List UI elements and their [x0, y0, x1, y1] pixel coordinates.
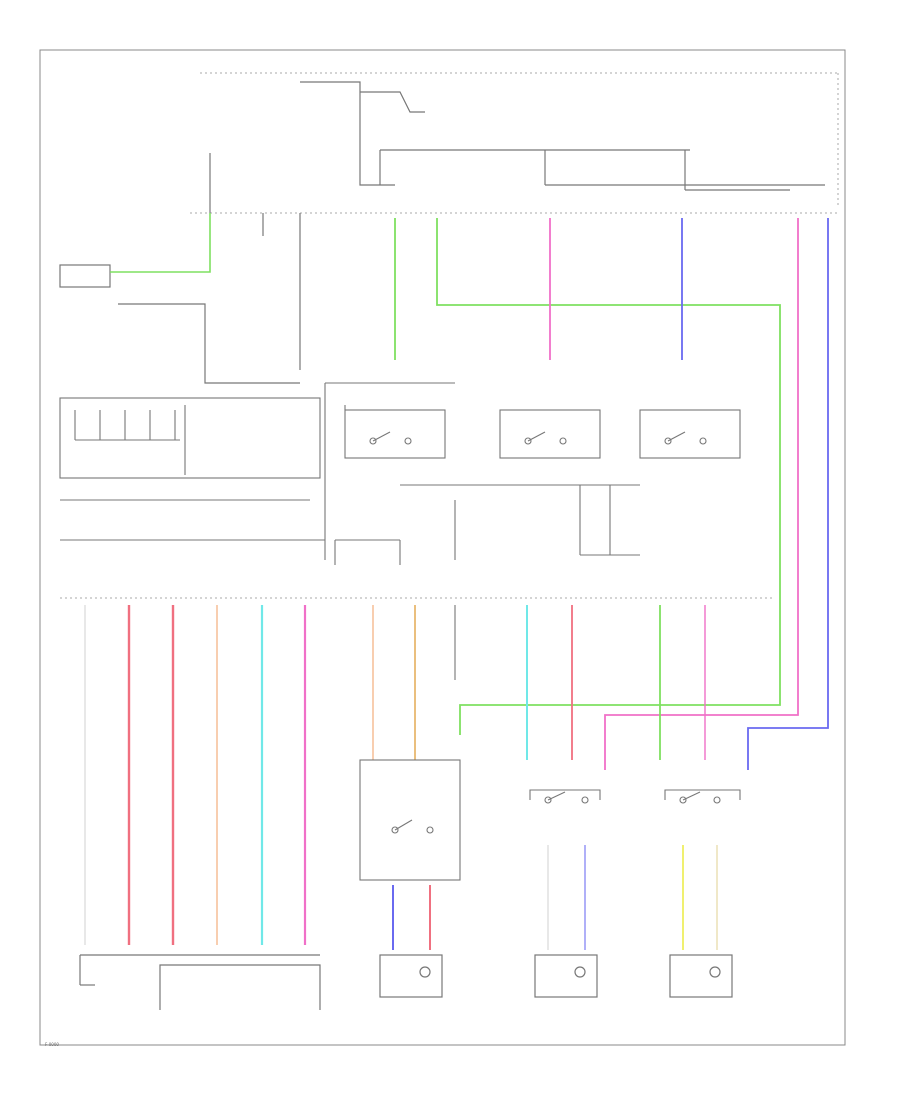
rear-right-window-switch: [529, 789, 601, 804]
switch-module-2: [499, 409, 601, 459]
page-code: F-0000: [45, 1042, 59, 1047]
switch-module-1: [344, 409, 446, 459]
fuse-block: [209, 81, 825, 370]
left-component-feed: [110, 213, 211, 273]
wire-blue-long: [747, 218, 829, 770]
control-unit-assembly: [59, 397, 321, 501]
driver-window-motor-block: [79, 954, 321, 1010]
rear-left-window-motor: [669, 954, 733, 998]
wire-green-long: [436, 218, 781, 735]
rear-left-window-switch: [664, 789, 741, 804]
rear-right-window-motor: [534, 954, 598, 998]
switch-module-3: [639, 409, 741, 459]
diagram-border: [39, 49, 846, 1046]
left-component-box: [59, 264, 111, 288]
passenger-window-motor: [379, 954, 443, 998]
passenger-window-switch: [359, 759, 461, 881]
wire-pink-long: [604, 218, 799, 770]
ground-feed-line: [118, 303, 300, 384]
module-bus: [324, 382, 640, 565]
